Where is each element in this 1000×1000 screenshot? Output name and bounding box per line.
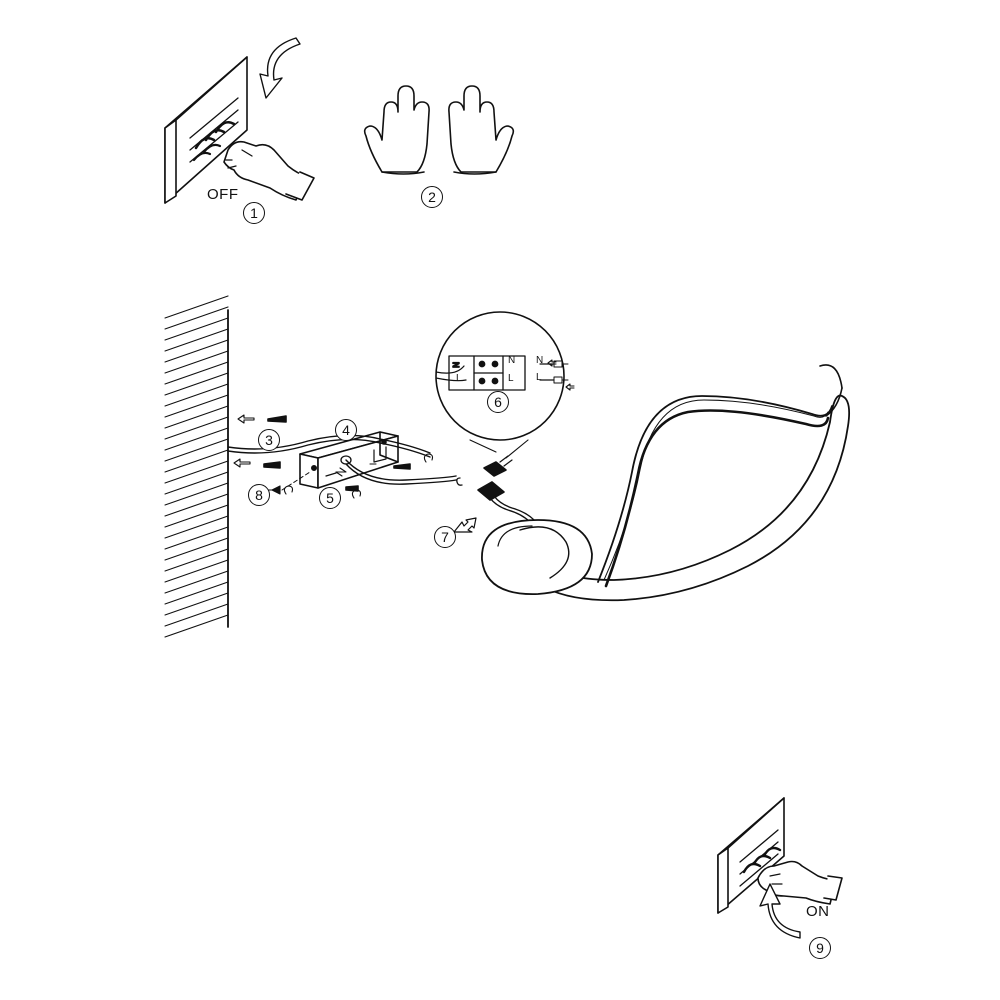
hatch-line [164, 460, 229, 484]
hatch-line [164, 526, 229, 550]
hand-icon [757, 860, 843, 905]
hatch-line [164, 504, 229, 528]
terminal-l-left: L [456, 373, 462, 384]
hatch-line [164, 427, 229, 451]
hatch-line [164, 614, 229, 638]
screw-icon [265, 453, 434, 499]
hatch-line [164, 372, 229, 396]
wall-switch-icon [164, 56, 248, 204]
hatch-line [164, 339, 229, 363]
curved-arrow-icon [259, 37, 301, 99]
terminal-l-right: L [508, 373, 514, 384]
wire-n-label: N [536, 355, 544, 366]
terminal-block-icon [456, 439, 535, 523]
hatch-line [164, 438, 229, 462]
wall-plug-icon [233, 414, 287, 469]
hatch-line [164, 515, 229, 539]
step-9-marker: 9 [809, 937, 831, 959]
hatch-line [164, 471, 229, 495]
hatch-line [164, 449, 229, 473]
hatch-line [164, 350, 229, 374]
hatch-line [164, 482, 229, 506]
step-1-marker: 1 [243, 202, 265, 224]
hatch-line [164, 592, 229, 616]
on-label: ON [806, 903, 830, 920]
gloves-icon [363, 85, 515, 175]
hatch-line [164, 548, 229, 572]
off-label: OFF [207, 186, 239, 203]
terminal-n-left: N [451, 362, 460, 368]
hatch-line [164, 570, 229, 594]
hatch-line [164, 537, 229, 561]
hatch-line [164, 383, 229, 407]
hatch-line [164, 405, 229, 429]
wall-switch-icon [717, 797, 785, 914]
step-3-marker: 3 [258, 429, 280, 451]
zoom-circle [435, 311, 569, 441]
step-5-marker: 5 [319, 487, 341, 509]
hatch-line [164, 317, 229, 341]
hatch-line [164, 295, 229, 319]
step-7-marker: 7 [434, 526, 456, 548]
terminal-n-right: N [508, 355, 516, 366]
step-6-marker: 6 [487, 391, 509, 413]
lamp-fixture [481, 364, 851, 602]
hatch-line [164, 493, 229, 517]
hand-icon [223, 140, 315, 201]
hatch-line [164, 581, 229, 605]
hatch-line [164, 361, 229, 385]
curved-arrow-icon [759, 883, 801, 939]
step-4-marker: 4 [335, 419, 357, 441]
step-8-marker: 8 [248, 484, 270, 506]
curved-arrow-icon [453, 517, 477, 533]
hatch-line [164, 328, 229, 352]
hatch-line [164, 306, 229, 330]
wire-l-label: L [536, 372, 542, 383]
hatch-line [164, 559, 229, 583]
hatch-line [164, 394, 229, 418]
step-2-marker: 2 [421, 186, 443, 208]
hatch-line [164, 416, 229, 440]
hatch-line [164, 603, 229, 627]
push-arrows [547, 359, 575, 391]
